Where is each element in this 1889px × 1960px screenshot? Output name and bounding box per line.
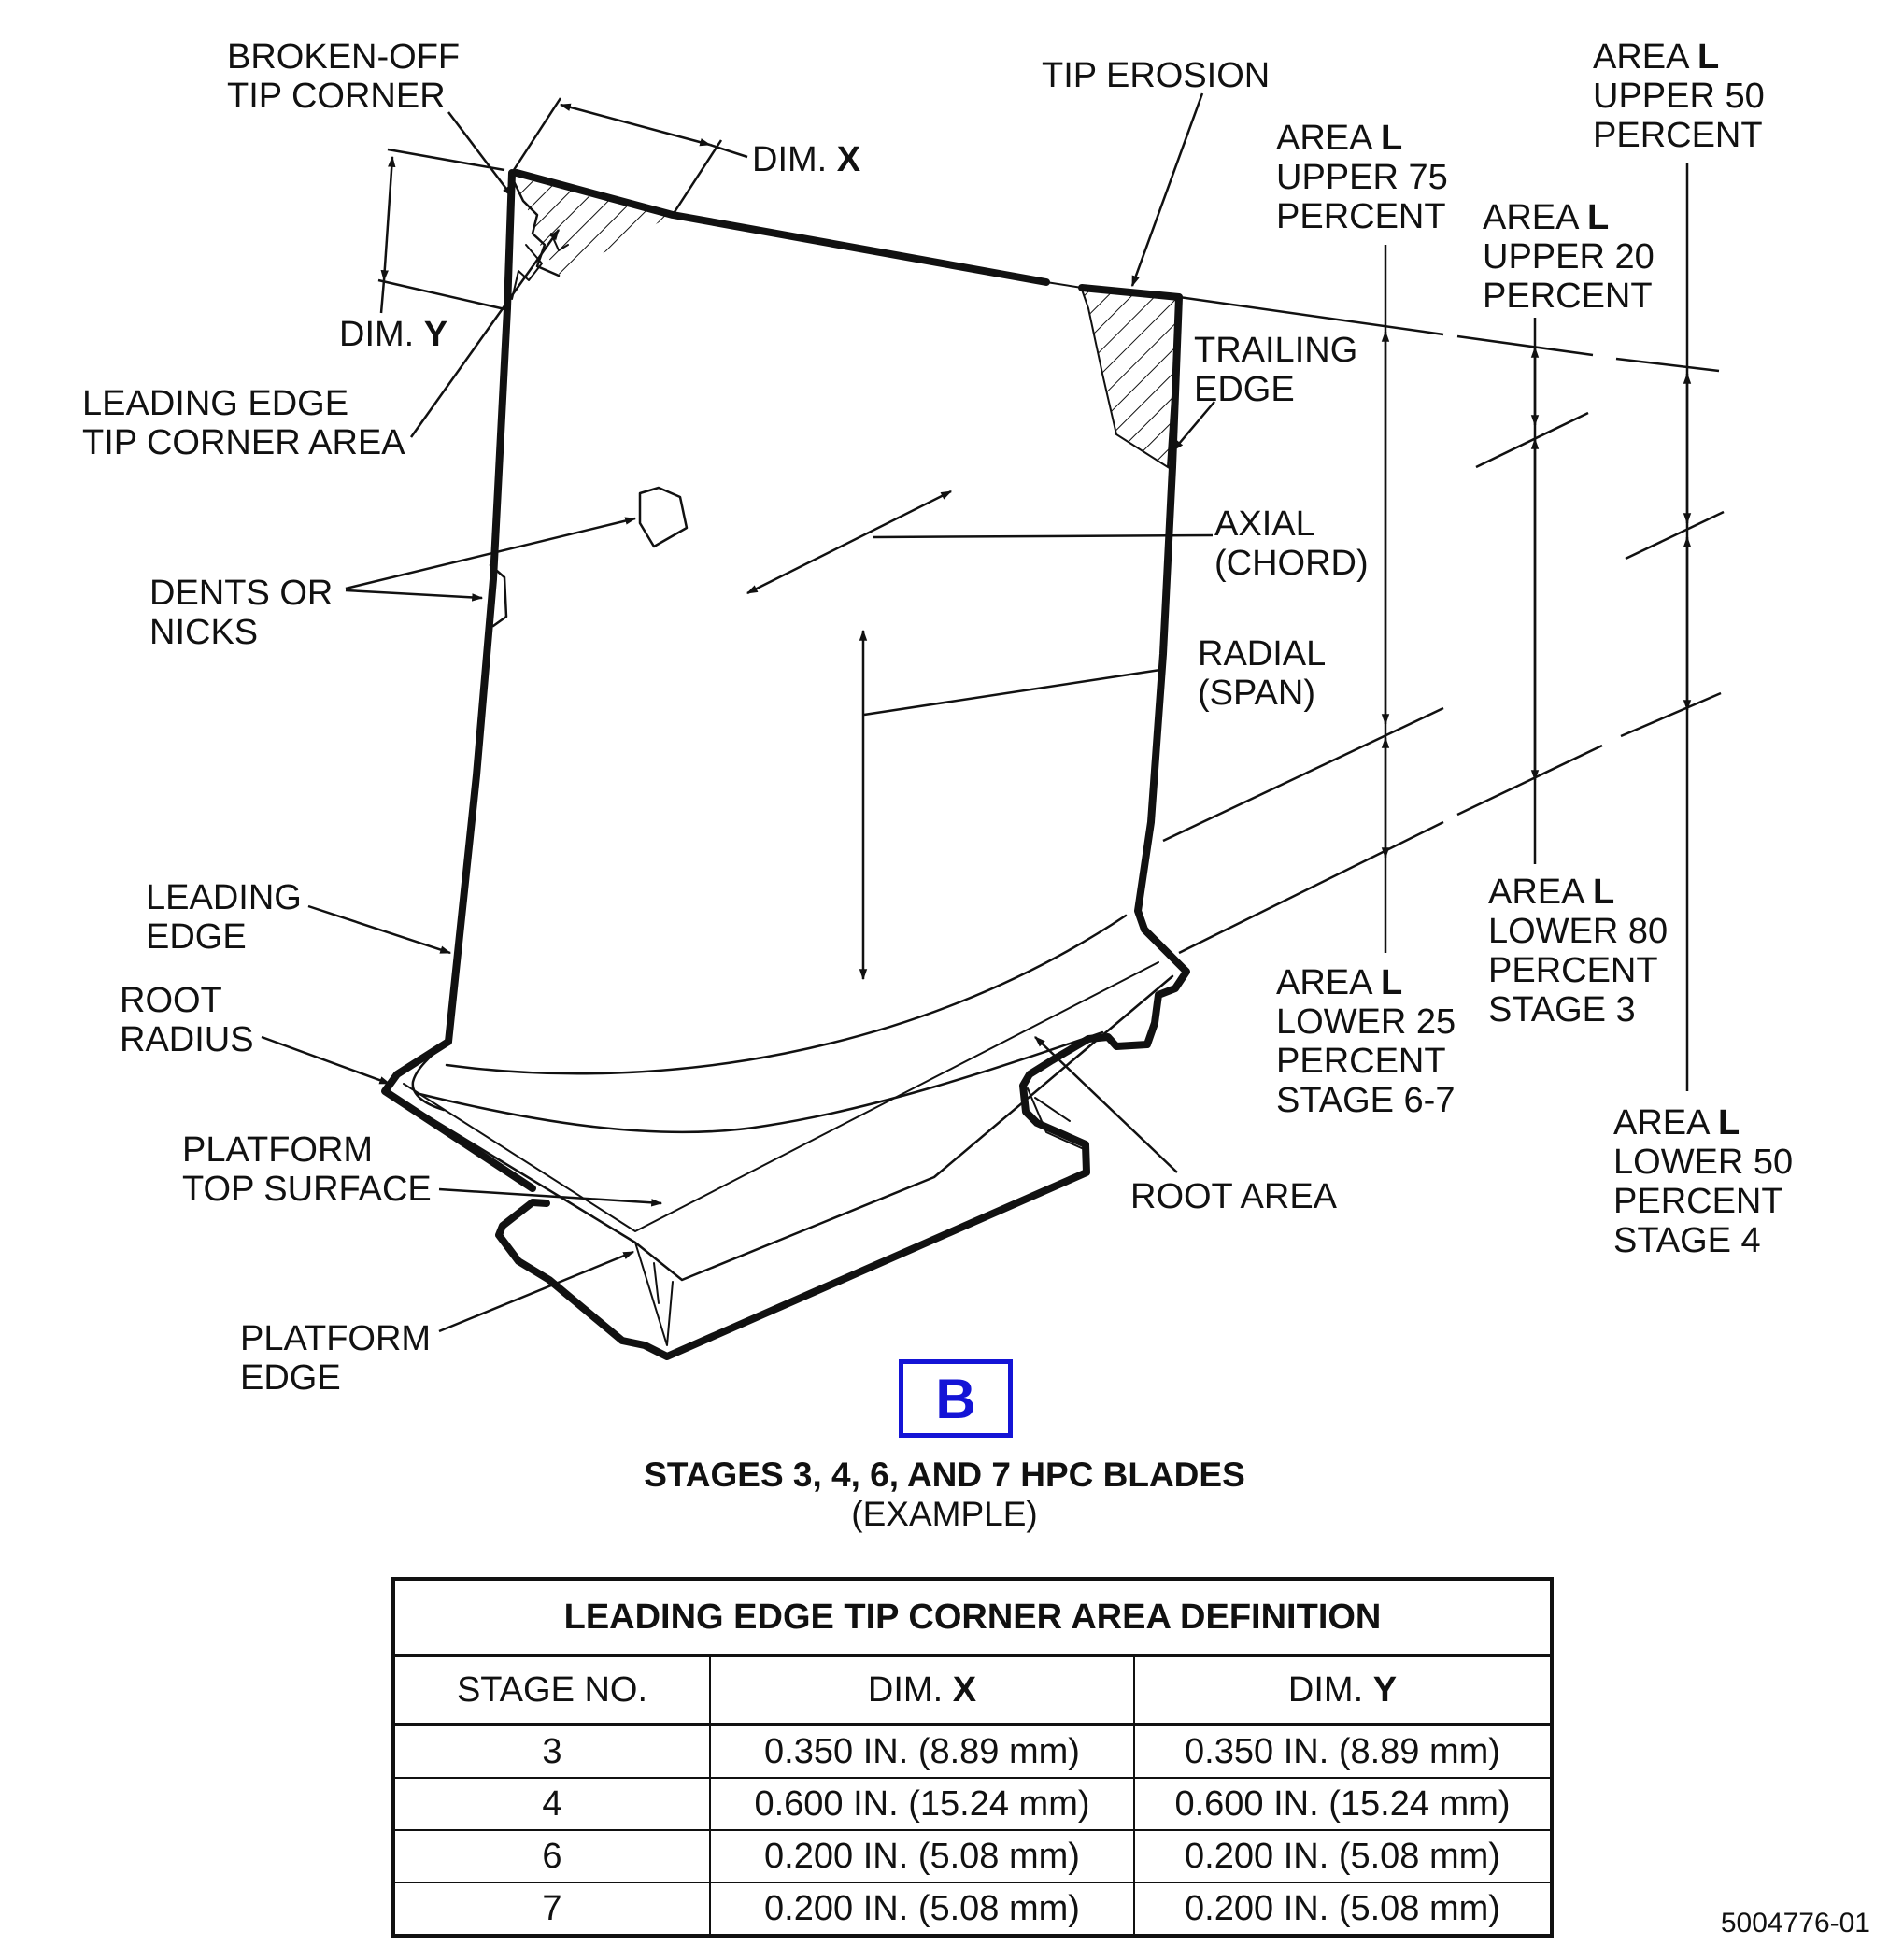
- cell-dim-y: 0.200 IN. (5.08 mm): [1133, 1829, 1553, 1883]
- leader-lines: [261, 92, 1215, 1333]
- label-area-up20-2: UPPER 20: [1483, 237, 1655, 277]
- label-root-area: ROOT AREA: [1130, 1177, 1338, 1216]
- table-title: LEADING EDGE TIP CORNER AREA DEFINITION: [392, 1578, 1553, 1657]
- label-axial-2: (CHORD): [1214, 544, 1369, 583]
- label-area-up50-2: UPPER 50: [1593, 77, 1765, 116]
- dent-upper: [638, 486, 689, 548]
- table-row: 7 0.200 IN. (5.08 mm) 0.200 IN. (5.08 mm…: [392, 1882, 1553, 1937]
- label-area-low80-3: PERCENT: [1488, 951, 1658, 990]
- label-tip-erosion: TIP EROSION: [1042, 56, 1270, 95]
- dim-y-arrow: [380, 155, 396, 282]
- label-area-low25-4: STAGE 6-7: [1276, 1081, 1455, 1120]
- cell-dim-x: 0.350 IN. (8.89 mm): [709, 1724, 1135, 1779]
- table-row: 4 0.600 IN. (15.24 mm) 0.600 IN. (15.24 …: [392, 1777, 1553, 1831]
- label-area-up75-2: UPPER 75: [1276, 158, 1448, 197]
- label-area-up20-3: PERCENT: [1483, 277, 1653, 316]
- definition-table: LEADING EDGE TIP CORNER AREA DEFINITION …: [391, 1577, 1554, 1938]
- cell-dim-x: 0.200 IN. (5.08 mm): [709, 1829, 1135, 1883]
- blade-diagram: BROKEN-OFF TIP CORNER DIM. X DIM. Y LEAD…: [82, 37, 1793, 1398]
- label-area-low25-1: AREA L: [1276, 963, 1402, 1002]
- tip-corner-hatch: [517, 173, 673, 277]
- broken-tip-corner: [510, 176, 561, 277]
- dimension-lines: [377, 97, 1725, 1091]
- cell-dim-y: 0.350 IN. (8.89 mm): [1133, 1724, 1553, 1779]
- label-area-low25-3: PERCENT: [1276, 1042, 1446, 1081]
- cell-dim-y: 0.600 IN. (15.24 mm): [1133, 1777, 1553, 1831]
- label-le-tip-2: TIP CORNER AREA: [82, 423, 405, 462]
- label-platform-edge-2: EDGE: [240, 1358, 341, 1398]
- label-area-low80-2: LOWER 80: [1488, 912, 1668, 951]
- label-dim-y: DIM. Y: [339, 315, 447, 354]
- label-area-up50-1: AREA L: [1593, 37, 1719, 77]
- label-dim-x: DIM. X: [752, 140, 861, 179]
- label-area-up50-3: PERCENT: [1593, 116, 1763, 155]
- platform-outline: [381, 926, 1190, 1360]
- col-header-dim-x: DIM. X: [709, 1655, 1135, 1726]
- dent-leading-edge: [489, 563, 508, 628]
- caption-subtitle: (EXAMPLE): [851, 1495, 1038, 1533]
- cell-stage: 6: [392, 1829, 711, 1883]
- label-radial-1: RADIAL: [1198, 634, 1326, 674]
- label-area-low50-2: LOWER 50: [1613, 1143, 1793, 1182]
- table-row: 3 0.350 IN. (8.89 mm) 0.350 IN. (8.89 mm…: [392, 1724, 1553, 1779]
- table-row: 6 0.200 IN. (5.08 mm) 0.200 IN. (5.08 mm…: [392, 1829, 1553, 1883]
- label-leading-edge-2: EDGE: [146, 917, 247, 957]
- label-radial-2: (SPAN): [1198, 674, 1315, 713]
- label-area-low50-3: PERCENT: [1613, 1182, 1783, 1221]
- label-area-low50-4: STAGE 4: [1613, 1221, 1761, 1260]
- label-platform-top-1: PLATFORM: [182, 1130, 373, 1170]
- label-broken-off-1: BROKEN-OFF: [227, 37, 460, 77]
- cell-stage: 7: [392, 1882, 711, 1937]
- cell-stage: 3: [392, 1724, 711, 1779]
- caption-title: STAGES 3, 4, 6, AND 7 HPC BLADES: [644, 1456, 1245, 1494]
- label-area-up75-1: AREA L: [1276, 119, 1402, 158]
- label-area-low80-1: AREA L: [1488, 873, 1614, 912]
- axial-arrow: [746, 490, 953, 595]
- label-dents-1: DENTS OR: [149, 574, 333, 613]
- label-trailing-edge-1: TRAILING: [1194, 331, 1357, 370]
- col-header-dim-y: DIM. Y: [1133, 1655, 1553, 1726]
- label-area-up20-1: AREA L: [1483, 198, 1609, 237]
- label-leading-edge-1: LEADING: [146, 878, 302, 917]
- detail-letter-box: B: [899, 1359, 1013, 1438]
- tip-erosion-hatch: [1080, 288, 1181, 469]
- label-area-up75-3: PERCENT: [1276, 197, 1446, 236]
- label-trailing-edge-2: EDGE: [1194, 370, 1295, 409]
- label-platform-edge-1: PLATFORM: [240, 1319, 431, 1358]
- label-dents-2: NICKS: [149, 613, 258, 652]
- reference-number: 5004776-01: [1720, 1908, 1870, 1939]
- diagram-labels: BROKEN-OFF TIP CORNER DIM. X DIM. Y LEAD…: [82, 37, 1793, 1398]
- label-platform-top-2: TOP SURFACE: [182, 1170, 432, 1209]
- blade-outline: [381, 169, 1190, 1360]
- cell-stage: 4: [392, 1777, 711, 1831]
- blade-trailing-edge: [1134, 293, 1183, 933]
- label-le-tip-1: LEADING EDGE: [82, 384, 348, 423]
- label-axial-1: AXIAL: [1214, 504, 1315, 544]
- detail-letter: B: [935, 1367, 976, 1430]
- label-root-radius-1: ROOT: [120, 981, 222, 1020]
- cell-dim-y: 0.200 IN. (5.08 mm): [1133, 1882, 1553, 1937]
- label-area-low80-4: STAGE 3: [1488, 990, 1636, 1030]
- dim-x-arrow: [559, 103, 712, 147]
- blade-leading-edge: [445, 169, 516, 1045]
- label-area-low50-1: AREA L: [1613, 1103, 1740, 1143]
- label-broken-off-2: TIP CORNER: [227, 77, 446, 116]
- label-root-radius-2: RADIUS: [120, 1020, 254, 1059]
- col-header-stage: STAGE NO.: [392, 1655, 711, 1726]
- label-area-low25-2: LOWER 25: [1276, 1002, 1456, 1042]
- cell-dim-x: 0.600 IN. (15.24 mm): [709, 1777, 1135, 1831]
- cell-dim-x: 0.200 IN. (5.08 mm): [709, 1882, 1135, 1937]
